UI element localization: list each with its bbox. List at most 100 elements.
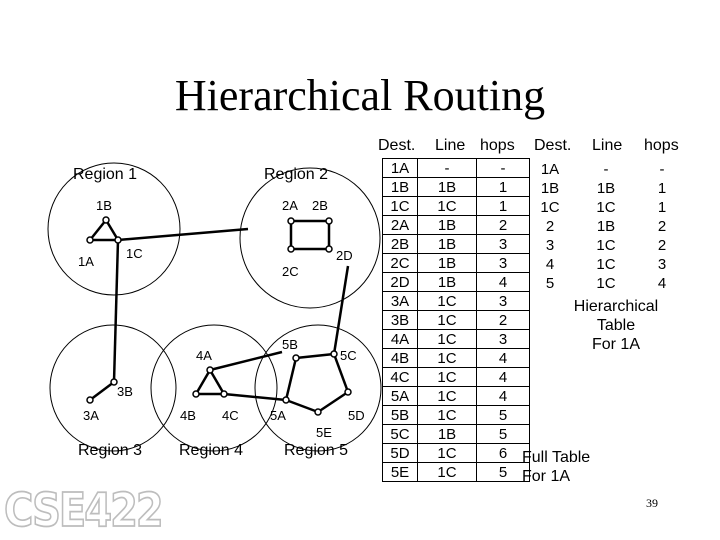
full-table-hops-cell: 5 bbox=[476, 424, 530, 444]
hier-table-line-header: Line bbox=[592, 137, 623, 154]
full-table-hops-cell: 4 bbox=[476, 386, 530, 406]
router-5A-label: 5A bbox=[270, 408, 286, 423]
router-3A-node bbox=[86, 396, 94, 404]
full-table-dest-cell: 1B bbox=[382, 177, 418, 197]
router-5B-label: 5B bbox=[282, 337, 298, 352]
full-table-dest-cell: 2A bbox=[382, 215, 418, 235]
router-4C-node bbox=[220, 390, 228, 398]
slide-title: Hierarchical Routing bbox=[174, 71, 546, 120]
full-table-dest-cell: 2B bbox=[382, 234, 418, 254]
router-1B-node bbox=[102, 216, 110, 224]
router-3A-label: 3A bbox=[83, 408, 99, 423]
full-table-dest-cell: 3A bbox=[382, 291, 418, 311]
hier-table-dest-cell: 5 bbox=[545, 275, 555, 292]
router-5E-label: 5E bbox=[316, 425, 332, 440]
full-table-line-cell: 1B bbox=[417, 215, 477, 235]
full-caption-line1: Full Table bbox=[522, 449, 591, 466]
full-table-line-cell: 1C bbox=[417, 405, 477, 425]
full-table-line-cell: 1C bbox=[417, 291, 477, 311]
router-5D-label: 5D bbox=[348, 408, 365, 423]
router-2C-node bbox=[287, 245, 295, 253]
full-table-line-cell: 1B bbox=[417, 234, 477, 254]
full-table-line-cell: 1C bbox=[417, 386, 477, 406]
region-3-circle bbox=[49, 324, 177, 452]
router-5E-node bbox=[314, 408, 322, 416]
full-table-hops-cell: 5 bbox=[476, 405, 530, 425]
region-4-label: Region 4 bbox=[179, 442, 244, 459]
full-table-line-cell: - bbox=[417, 158, 477, 178]
full-table-dest-cell: 2D bbox=[382, 272, 418, 292]
full-table-dest-cell: 1A bbox=[382, 158, 418, 178]
hier-table-line-cell: 1C bbox=[596, 237, 616, 254]
hier-table-hops-cell: 2 bbox=[657, 218, 667, 235]
hier-table-dest-header: Dest. bbox=[534, 137, 572, 154]
full-table-dest-header: Dest. bbox=[378, 137, 416, 154]
region-3-label: Region 3 bbox=[78, 442, 143, 459]
hier-table-dest-cell: 3 bbox=[545, 237, 555, 254]
page-number: 39 bbox=[646, 496, 658, 510]
full-table-caption: Full Table For 1A bbox=[522, 448, 590, 486]
full-table-row: 1A-- bbox=[382, 158, 530, 178]
full-table-line-cell: 1C bbox=[417, 310, 477, 330]
router-5A-node bbox=[282, 396, 290, 404]
full-table-hops-cell: 4 bbox=[476, 367, 530, 387]
hier-table-line-cell: 1C bbox=[596, 256, 616, 273]
full-table-hops-cell: 3 bbox=[476, 253, 530, 273]
hier-table-dest-cell: 4 bbox=[545, 256, 555, 273]
full-table-line-cell: 1C bbox=[417, 196, 477, 216]
full-table-line-cell: 1B bbox=[417, 272, 477, 292]
router-5D-node bbox=[344, 388, 352, 396]
hier-table-hops-cell: - bbox=[659, 161, 665, 178]
router-2A-label: 2A bbox=[282, 198, 298, 213]
hier-table-line-cell: 1B bbox=[596, 218, 616, 235]
full-table-hops-cell: 3 bbox=[476, 234, 530, 254]
router-1A-node bbox=[86, 236, 94, 244]
router-2D-node bbox=[325, 245, 333, 253]
router-2B-label: 2B bbox=[312, 198, 328, 213]
router-5C-node bbox=[330, 350, 338, 358]
region-5-label: Region 5 bbox=[284, 442, 349, 459]
hier-table-hops-cell: 1 bbox=[657, 199, 667, 216]
router-2D-label: 2D bbox=[336, 248, 353, 263]
router-5B-node bbox=[292, 354, 300, 362]
hier-table-hops-cell: 4 bbox=[657, 275, 667, 292]
full-table-line-cell: 1B bbox=[417, 424, 477, 444]
full-table-hops-cell: 4 bbox=[476, 272, 530, 292]
region-4-circle bbox=[150, 324, 278, 452]
router-1A-label: 1A bbox=[78, 254, 94, 269]
region-1-circle bbox=[47, 162, 181, 296]
router-2C-label: 2C bbox=[282, 264, 299, 279]
router-4B-node bbox=[192, 390, 200, 398]
router-4C-label: 4C bbox=[222, 408, 239, 423]
full-table-hops-cell: 2 bbox=[476, 215, 530, 235]
region-1-label: Region 1 bbox=[73, 166, 138, 183]
router-1C-node bbox=[114, 236, 122, 244]
router-3B-node bbox=[110, 378, 118, 386]
full-table-line-header: Line bbox=[435, 137, 466, 154]
hier-table-caption: Hierarchical Table For 1A bbox=[566, 297, 666, 354]
region-5-circle bbox=[254, 324, 382, 452]
hier-table-hops-cell: 2 bbox=[657, 237, 667, 254]
router-4A-label: 4A bbox=[196, 348, 212, 363]
full-table-dest-cell: 5E bbox=[382, 462, 418, 482]
hier-table-line-cell: 1C bbox=[596, 275, 616, 292]
hier-table-line-cell: 1B bbox=[596, 180, 616, 197]
region-2-circle bbox=[239, 167, 381, 309]
hier-table-dest-cell: 2 bbox=[545, 218, 555, 235]
full-table-line-cell: 1C bbox=[417, 443, 477, 463]
full-table-dest-cell: 1C bbox=[382, 196, 418, 216]
